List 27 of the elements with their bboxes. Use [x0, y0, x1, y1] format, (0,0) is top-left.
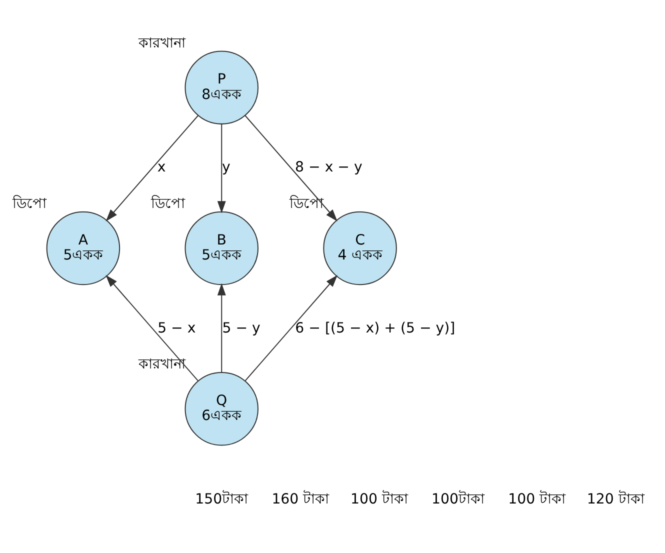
- label: 100টাকা: [432, 491, 485, 508]
- node-circle: A 5একক: [46, 210, 120, 285]
- node-circle: P 8একক: [184, 50, 258, 124]
- node-label: ডিপো: [289, 195, 324, 212]
- node-circle: C 4 একক: [323, 210, 397, 285]
- label: 150টাকা: [195, 491, 248, 508]
- edge-label: 5 − y: [222, 320, 260, 336]
- edge-label: 6 − [(5 − x) + (5 − y)]: [295, 320, 456, 336]
- arrow: [106, 114, 199, 221]
- edge-label: y: [222, 159, 230, 176]
- arrow: [244, 274, 338, 381]
- node-circle: Q 6একক: [184, 371, 258, 446]
- edge-label: x: [157, 159, 166, 176]
- arrow: [106, 274, 198, 381]
- arrow: [244, 114, 338, 221]
- node-label: কারখানা: [138, 34, 186, 51]
- label: 100 টাকা: [350, 491, 408, 508]
- arrow: [217, 282, 226, 372]
- node-circle: B 5একক: [184, 210, 258, 285]
- node-label: ডিপো: [151, 195, 186, 212]
- label: 100 টাকা: [508, 491, 566, 508]
- arrow: [217, 124, 226, 213]
- edge-label: 8 − x − y: [295, 159, 362, 176]
- label: 120 টাকা: [586, 491, 644, 508]
- edge-label: 5 − x: [158, 320, 196, 336]
- label: 160 টাকা: [272, 491, 330, 508]
- node-label: ডিপো: [12, 195, 47, 212]
